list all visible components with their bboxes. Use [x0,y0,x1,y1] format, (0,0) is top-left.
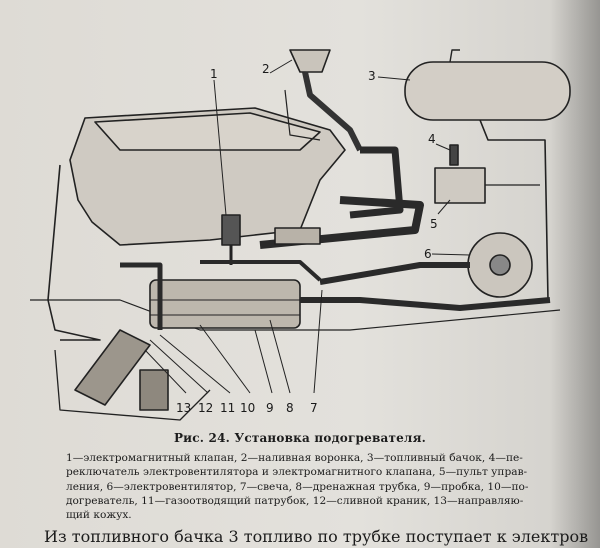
legend-line: реключатель электровентилятора и электро… [66,466,528,479]
solenoid-valve [221,214,241,246]
guide-shroud [74,329,151,406]
callout-11: 11 [220,401,235,415]
heater-body [149,279,301,329]
callout-12: 12 [198,401,213,415]
engine-block-top [94,112,321,151]
callout-8: 8 [286,401,294,415]
callout-4: 4 [428,132,436,146]
figure-legend: 1—электромагнитный клапан, 2—наливная во… [66,451,564,522]
switch-4 [449,144,459,166]
callout-2: 2 [262,62,270,76]
radiator-shroud [30,299,561,331]
control-panel [434,167,486,204]
legend-line: щий кожух. [66,509,132,522]
callout-6: 6 [424,247,432,261]
filler-funnel [289,49,331,73]
callout-10: 10 [240,401,255,415]
callout-9: 9 [266,401,274,415]
callout-7: 7 [310,401,318,415]
callout-5: 5 [430,217,438,231]
fuel-pipe-coupling [274,227,321,245]
figure-caption: Рис. 24. Установка подогревателя. [173,431,427,445]
legend-line: ления, 6—электровентилятор, 7—свеча, 8—д… [66,480,529,493]
callout-1: 1 [210,67,218,81]
heater-installation-drawing: 1 2 3 4 5 6 7 8 9 10 11 12 13 [30,49,571,421]
callout-3: 3 [368,69,376,83]
legend-line: догреватель, 11—газоотводящий патрубок, … [66,494,524,507]
callout-13: 13 [176,401,191,415]
fuel-tank [404,61,571,121]
body-paragraph: Из топливного бачка 3 топливо по трубке … [44,527,589,546]
legend-line: 1—электромагнитный клапан, 2—наливная во… [66,452,523,464]
